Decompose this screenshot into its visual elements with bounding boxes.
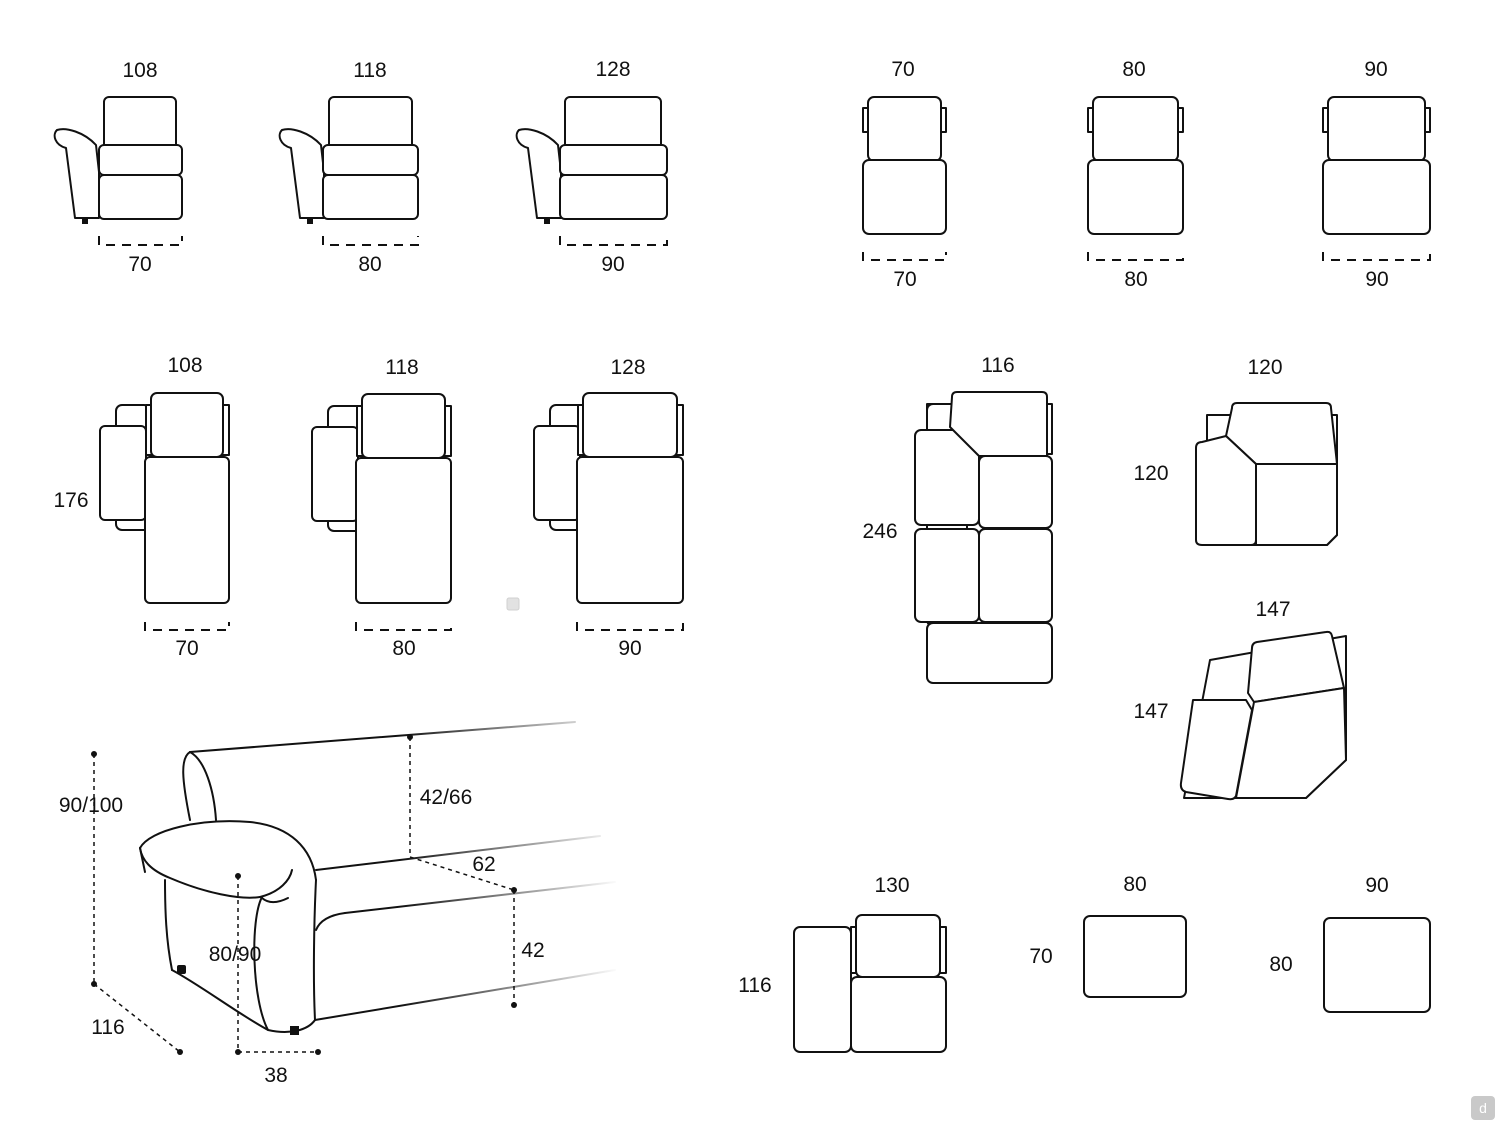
watermark-logo: d <box>1471 1096 1495 1120</box>
corner-long-width-label: 116 <box>981 354 1014 377</box>
seat-module-large: 90 90 <box>1322 58 1431 291</box>
seat-medium-depth-label: 80 <box>1122 58 1145 81</box>
seat-module-medium: 80 80 <box>1087 58 1184 291</box>
chaise-medium-width-label: 80 <box>392 637 415 660</box>
seat-module-small: 70 70 <box>862 58 947 291</box>
arm-module-large: 128 90 <box>515 58 668 276</box>
seat-large-depth-label: 90 <box>1364 58 1387 81</box>
chaise-large-depth-label: 128 <box>610 356 645 379</box>
perspective-height-label: 90/100 <box>59 794 123 817</box>
corner-module-end: 130 116 <box>738 874 947 1053</box>
perspective-seat-height-label: 42 <box>521 939 544 962</box>
corner-module-square: 120 120 <box>1133 356 1338 546</box>
corner-square-width-label: 120 <box>1247 356 1282 379</box>
perspective-backrest-height-label: 42/66 <box>420 786 473 809</box>
arm-medium-depth-label: 118 <box>353 59 386 82</box>
corner-end-depth-label: 116 <box>738 974 771 997</box>
corner-long-length-label: 246 <box>862 520 897 543</box>
perspective-depth-label: 116 <box>91 1016 124 1039</box>
pouf-small-width-label: 80 <box>1123 873 1146 896</box>
arm-medium-width-label: 80 <box>358 253 381 276</box>
perspective-seat-depth-label: 62 <box>472 853 495 876</box>
pouf-large-depth-label: 80 <box>1269 953 1292 976</box>
chaise-module-large: 128 90 <box>533 356 684 660</box>
seat-small-width-label: 70 <box>893 268 916 291</box>
perspective-arm-width-label: 38 <box>264 1064 287 1087</box>
pouf-small-depth-label: 70 <box>1029 945 1052 968</box>
pouf-small: 80 70 <box>1029 873 1187 998</box>
perspective-arm-height-label: 80/90 <box>209 943 262 966</box>
seat-large-width-label: 90 <box>1365 268 1388 291</box>
chaise-small-length-label: 176 <box>53 489 88 512</box>
chaise-small-width-label: 70 <box>175 637 198 660</box>
corner-angled-width-label: 147 <box>1255 598 1290 621</box>
arm-module-medium: 118 80 <box>278 59 419 276</box>
chaise-module-medium: 118 80 <box>311 356 452 660</box>
pouf-large: 90 80 <box>1269 874 1431 1013</box>
corner-module-angled: 147 147 <box>1133 598 1347 801</box>
small-mark <box>506 597 520 611</box>
corner-module-long: 116 246 <box>862 354 1053 684</box>
seat-small-depth-label: 70 <box>891 58 914 81</box>
arm-small-depth-label: 108 <box>122 59 157 82</box>
arm-module-small: 108 70 <box>53 59 183 276</box>
chaise-small-depth-label: 108 <box>167 354 202 377</box>
chaise-large-width-label: 90 <box>618 637 641 660</box>
arm-large-depth-label: 128 <box>595 58 630 81</box>
pouf-large-width-label: 90 <box>1365 874 1388 897</box>
corner-end-width-label: 130 <box>874 874 909 897</box>
sofa-perspective-view: 90/100 42/66 62 42 80/90 116 38 <box>59 721 616 1087</box>
arm-small-width-label: 70 <box>128 253 151 276</box>
corner-angled-depth-label: 147 <box>1133 700 1168 723</box>
chaise-module-small: 108 176 70 <box>53 354 230 660</box>
arm-large-width-label: 90 <box>601 253 624 276</box>
chaise-medium-depth-label: 118 <box>385 356 418 379</box>
corner-square-depth-label: 120 <box>1133 462 1168 485</box>
seat-medium-width-label: 80 <box>1124 268 1147 291</box>
